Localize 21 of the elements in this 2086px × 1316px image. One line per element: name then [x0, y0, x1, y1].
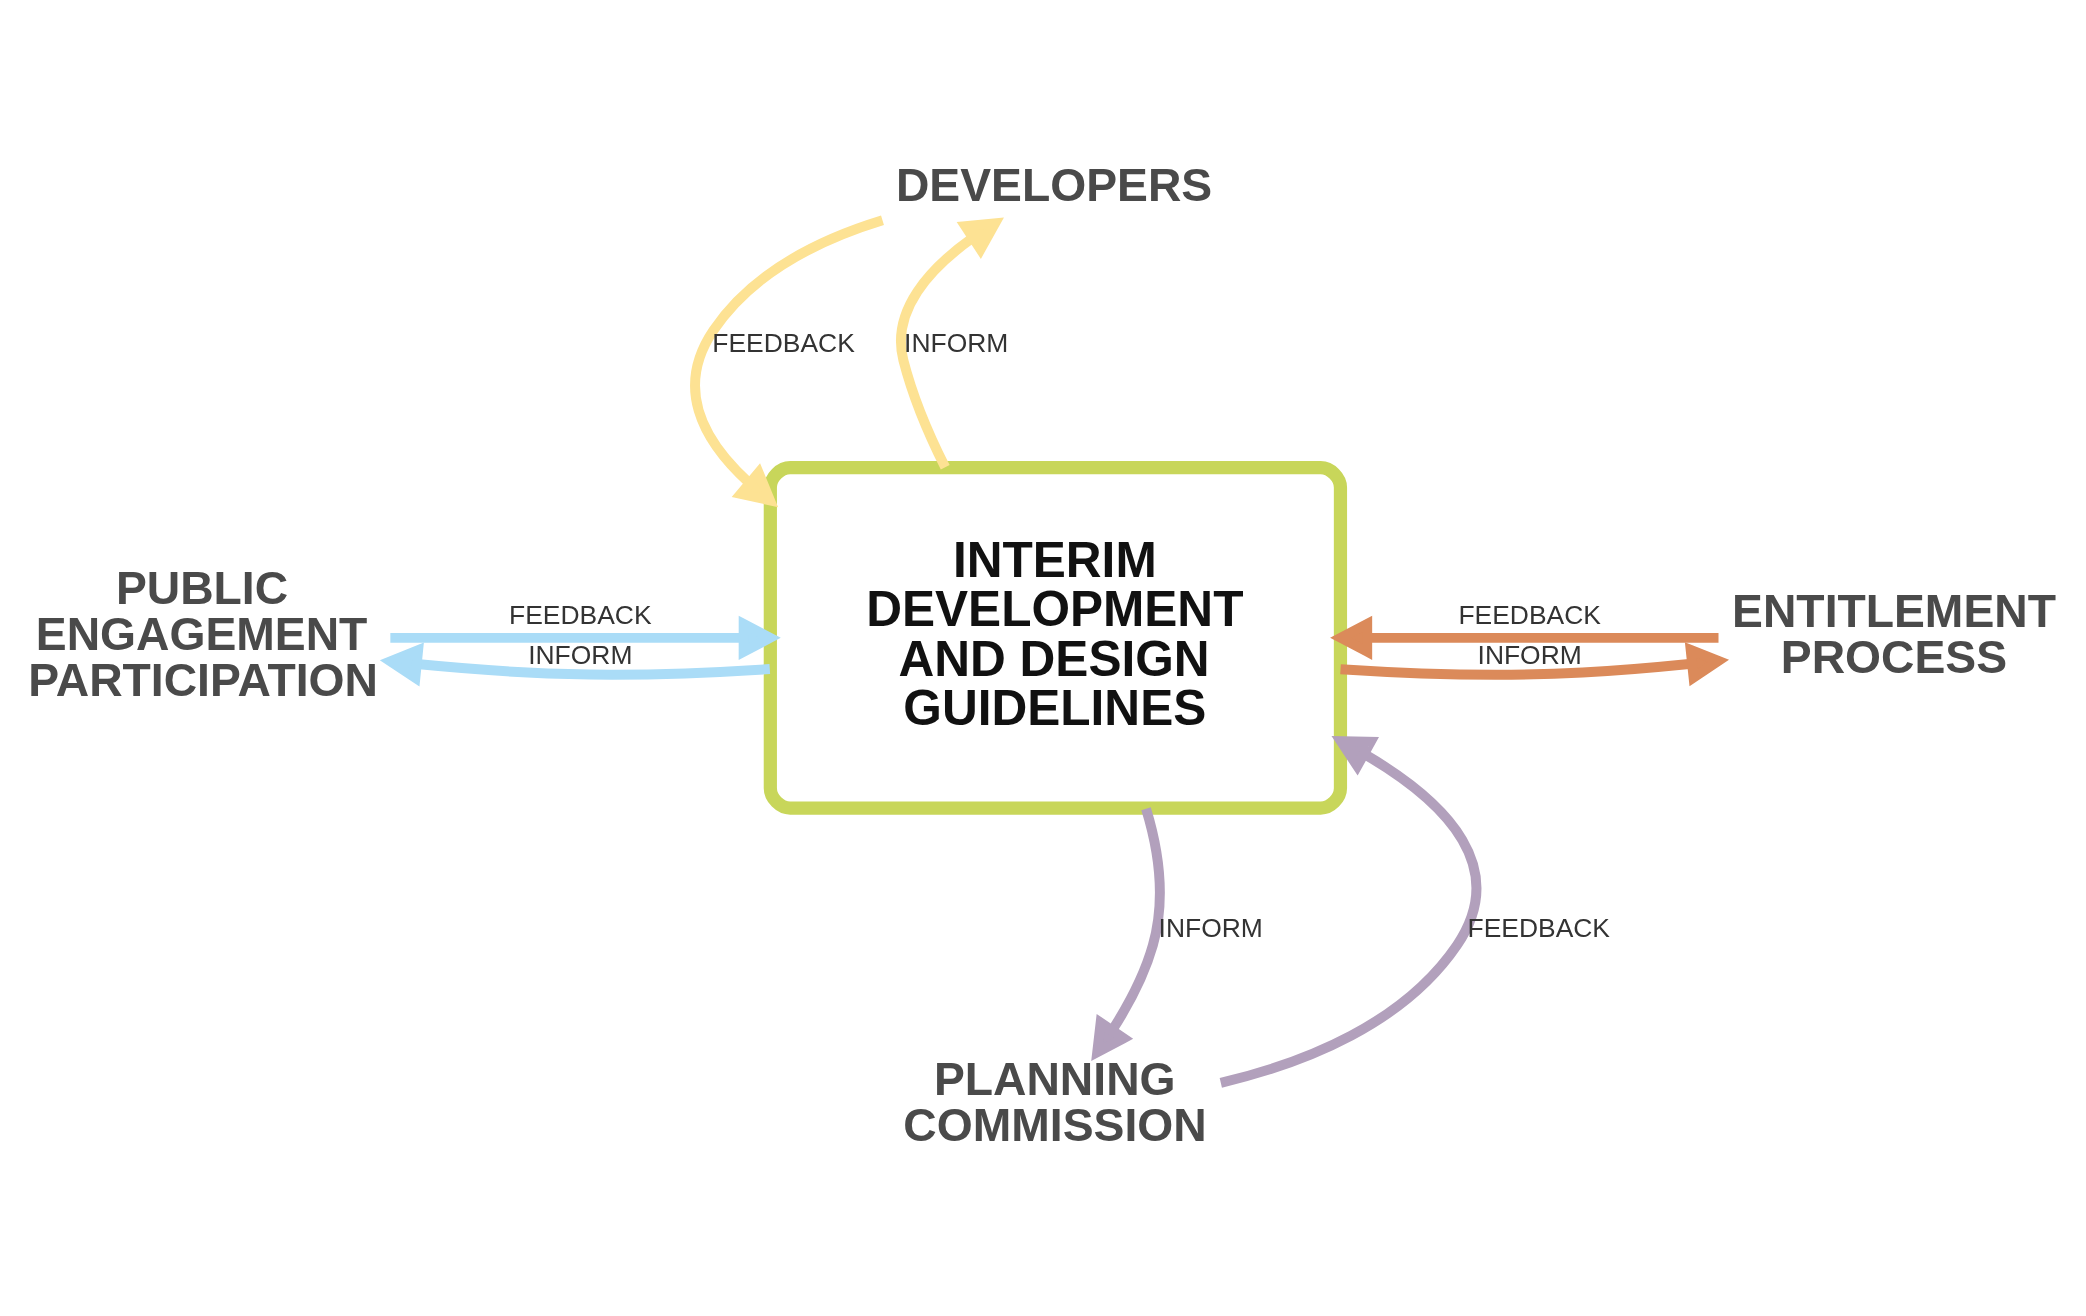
arrow	[896, 216, 1004, 470]
node-text: DEVELOPERS	[895, 158, 1213, 211]
node-text: PLANNING COMMISSION	[903, 1052, 1207, 1151]
edge-label: INFORM	[1158, 912, 1263, 943]
edge-label: FEEDBACK	[1467, 912, 1611, 943]
arrow	[1330, 615, 1719, 660]
edge-label: INFORM	[904, 327, 1009, 358]
edge-label: INFORM	[528, 639, 633, 670]
arrow	[1219, 735, 1482, 1088]
edge-label: INFORM	[1477, 639, 1582, 670]
node-box: INTERIM DEVELOPMENT AND DESIGN GUIDELINES	[763, 460, 1348, 815]
arrow	[390, 615, 781, 660]
edge-label: FEEDBACK	[712, 327, 855, 358]
arrow	[1340, 641, 1730, 686]
node-text: ENTITLEMENT PROCESS	[1732, 584, 2056, 683]
arrow	[379, 642, 771, 686]
node-text: PUBLIC ENGAGEMENT PARTICIPATION	[28, 561, 378, 706]
edge-label: FEEDBACK	[1458, 599, 1601, 630]
arrow	[1091, 806, 1165, 1061]
arrow	[690, 215, 884, 507]
edge-label: FEEDBACK	[509, 599, 652, 630]
